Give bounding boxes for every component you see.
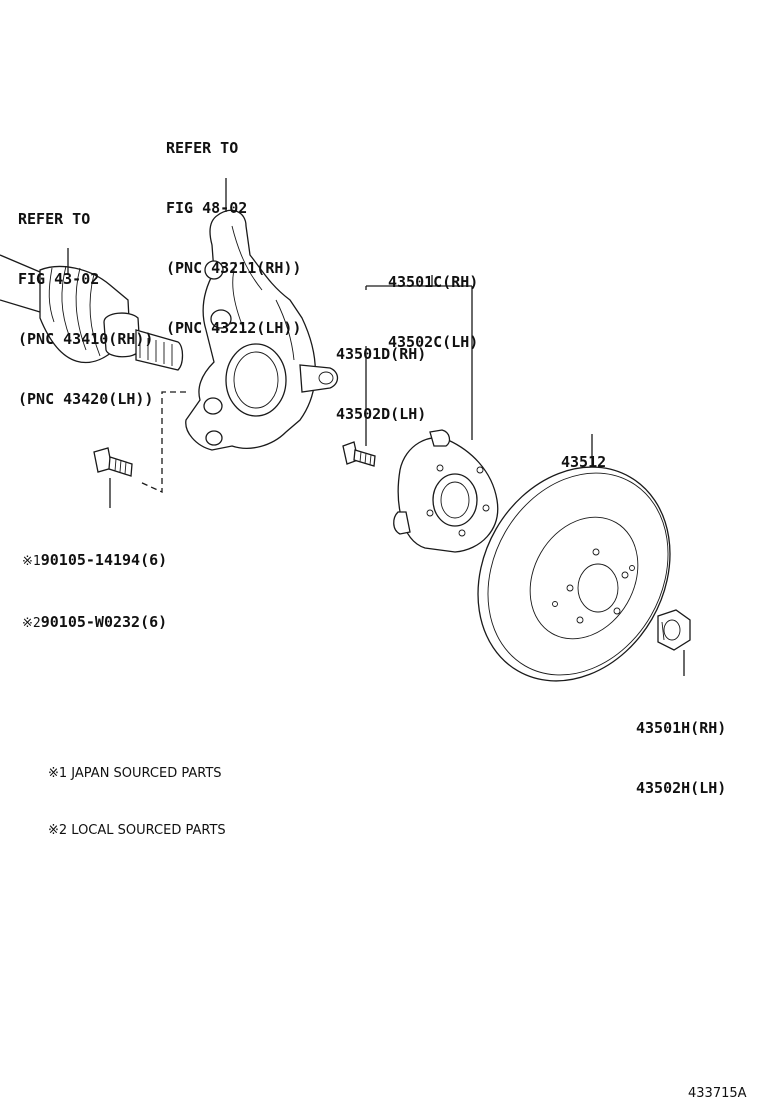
knuckle-bolt-pn-1: 90105-14194(6) [40,551,168,569]
hub-bearing-lh: 43502C(LH) [388,333,479,351]
hub-bolt-illustration [342,441,376,467]
figure-id: 433715A [688,1086,747,1101]
steering-knuckle-illustration [185,209,339,451]
local-mark: ※2 [22,616,41,631]
legend-note-local: ※2 LOCAL SOURCED PARTS [48,823,226,838]
sourcing-legend: ※1 JAPAN SOURCED PARTS ※2 LOCAL SOURCED … [48,726,226,859]
knuckle-bolt-dashed-line [139,391,186,494]
disc-part-label: 43512 [561,412,606,492]
nut-part-label: 43501H(RH) 43502H(LH) [636,678,726,818]
brake-disc-illustration [477,466,671,682]
knuckle-bolt-illustration [93,447,133,477]
hub-bolt-rh: 43501D(RH) [336,345,427,363]
shaft-ref-line-2: FIG 43-02 [18,270,100,288]
shaft-reference-label: REFER TO FIG 43-02 (PNC 43410(RH)) (PNC … [18,169,153,429]
knuckle-ref-line-2: FIG 48-02 [166,199,248,217]
shaft-ref-line-1: REFER TO [18,210,91,228]
knuckle-bolt-line-1: ※190105-14194(6) [22,550,167,572]
shaft-ref-line-3: (PNC 43410(RH)) [18,330,154,348]
nut-lh: 43502H(LH) [636,779,727,797]
legend-note-japan: ※1 JAPAN SOURCED PARTS [48,766,222,781]
nut-rh: 43501H(RH) [636,719,727,737]
hub-bearing-part-label: 43501C(RH) 43502C(LH) [388,232,478,372]
knuckle-ref-line-1: REFER TO [166,139,239,157]
drive-shaft-illustration [0,254,184,371]
knuckle-reference-label: REFER TO FIG 48-02 (PNC 43211(RH)) (PNC … [166,98,301,358]
knuckle-ref-line-3: (PNC 43211(RH)) [166,259,302,277]
shaft-ref-line-4: (PNC 43420(LH)) [18,390,154,408]
hub-bearing-rh: 43501C(RH) [388,273,479,291]
disc-pn: 43512 [561,453,607,471]
hub-bearing-bracket [365,275,473,440]
knuckle-ref-line-4: (PNC 43212(LH)) [166,319,302,337]
hub-bearing-illustration [393,429,499,553]
japan-mark: ※1 [22,554,41,569]
knuckle-bolt-line-2: ※290105-W0232(6) [22,612,167,634]
hub-bolt-lh: 43502D(LH) [336,405,427,423]
knuckle-bolt-pn-2: 90105-W0232(6) [40,613,168,631]
knuckle-bolt-part-label: ※190105-14194(6) ※290105-W0232(6) [22,510,167,654]
lock-nut-illustration [657,609,691,651]
hub-bolt-part-label: 43501D(RH) 43502D(LH) [336,304,426,444]
